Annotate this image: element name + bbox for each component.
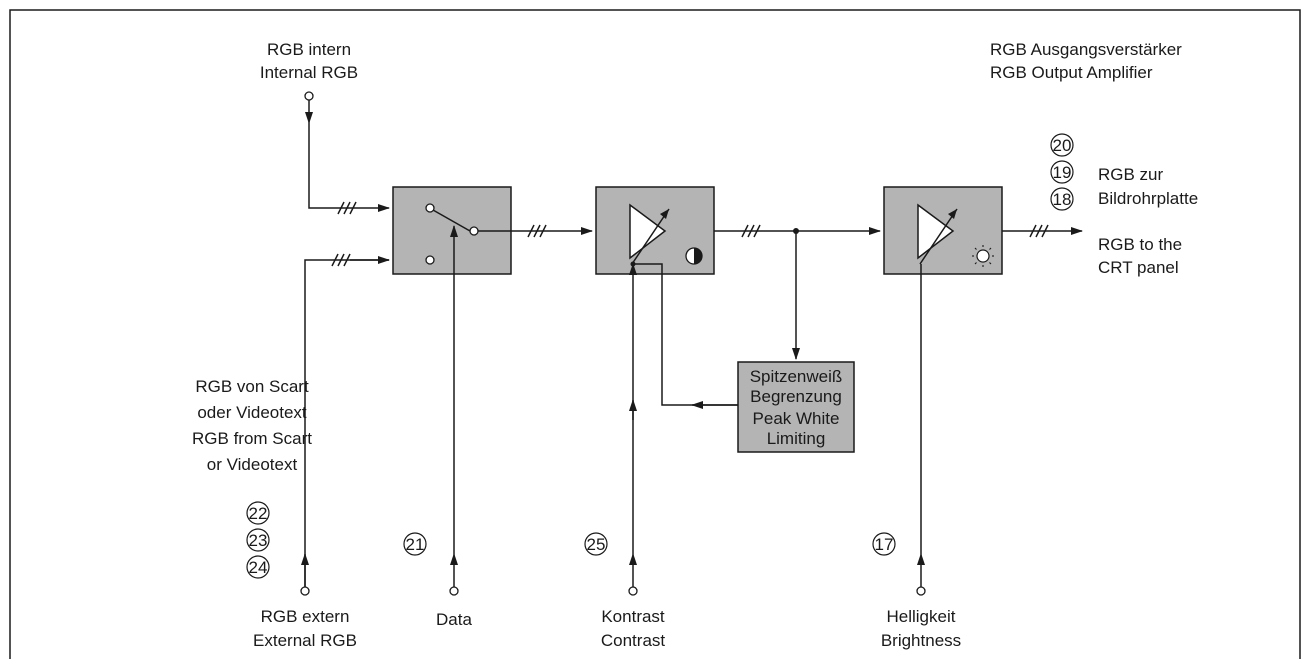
- svg-text:17: 17: [875, 535, 894, 554]
- pin-25: 25: [584, 532, 608, 556]
- peak-white-label-2: Begrenzung: [750, 387, 842, 406]
- scart-label-2: oder Videotext: [197, 403, 307, 422]
- pin-21: 21: [403, 532, 427, 556]
- pin-17: 17: [872, 532, 896, 556]
- internal-rgb-label-en: Internal RGB: [260, 63, 358, 82]
- pin-20: 20: [1050, 133, 1074, 157]
- output-label-2: Bildrohrplatte: [1098, 189, 1198, 208]
- pin-19: 19: [1050, 160, 1074, 184]
- title-en: RGB Output Amplifier: [990, 63, 1153, 82]
- bus-mark-external: [331, 253, 351, 267]
- data-terminal: [449, 586, 459, 596]
- pin-22: 22: [246, 501, 270, 525]
- peak-white-label-4: Limiting: [767, 429, 826, 448]
- bus-mark-internal: [337, 201, 357, 215]
- outer-border: [9, 9, 1301, 659]
- peak-white-label-1: Spitzenweiß: [750, 367, 843, 386]
- svg-text:23: 23: [249, 531, 268, 550]
- output-label-1: RGB zur: [1098, 165, 1164, 184]
- contrast-label-en: Contrast: [601, 631, 666, 650]
- scart-label-3: RGB from Scart: [192, 429, 312, 448]
- contrast-label-de: Kontrast: [601, 607, 665, 626]
- external-rgb-terminal: [300, 586, 310, 596]
- svg-text:19: 19: [1053, 163, 1072, 182]
- internal-rgb-wire: [308, 123, 390, 212]
- variable-amplifier-icon: [917, 203, 958, 265]
- svg-text:25: 25: [587, 535, 606, 554]
- svg-text:18: 18: [1053, 190, 1072, 209]
- brightness-label-de: Helligkeit: [887, 607, 956, 626]
- pin-18: 18: [1050, 187, 1074, 211]
- bus-mark-mid1: [527, 224, 547, 238]
- peak-white-feedback: [633, 263, 738, 406]
- title-de: RGB Ausgangsverstärker: [990, 40, 1182, 59]
- brightness-terminal: [916, 586, 926, 596]
- svg-text:22: 22: [249, 504, 268, 523]
- svg-text:20: 20: [1053, 136, 1072, 155]
- pin-23: 23: [246, 528, 270, 552]
- external-rgb-wire: [304, 259, 389, 587]
- svg-text:21: 21: [406, 535, 425, 554]
- sun-icon: [972, 245, 994, 267]
- variable-amplifier-icon: [629, 203, 670, 265]
- switch-icon: [425, 203, 479, 265]
- external-rgb-label-en: External RGB: [253, 631, 357, 650]
- bus-mark-output: [1029, 224, 1049, 238]
- peak-white-label-3: Peak White: [753, 409, 840, 428]
- scart-label-4: or Videotext: [207, 455, 298, 474]
- contrast-half-circle-icon: [685, 247, 703, 265]
- peak-white-limiting-block: [737, 361, 855, 453]
- bus-mark-mid2: [741, 224, 761, 238]
- internal-rgb-terminal: [304, 91, 314, 101]
- output-label-4: CRT panel: [1098, 258, 1179, 277]
- external-rgb-label-de: RGB extern: [261, 607, 350, 626]
- scart-label-1: RGB von Scart: [195, 377, 309, 396]
- svg-text:24: 24: [249, 558, 268, 577]
- contrast-terminal: [628, 586, 638, 596]
- output-label-3: RGB to the: [1098, 235, 1182, 254]
- data-label: Data: [436, 610, 472, 629]
- brightness-label-en: Brightness: [881, 631, 961, 650]
- internal-rgb-label-de: RGB intern: [267, 40, 351, 59]
- pin-24: 24: [246, 555, 270, 579]
